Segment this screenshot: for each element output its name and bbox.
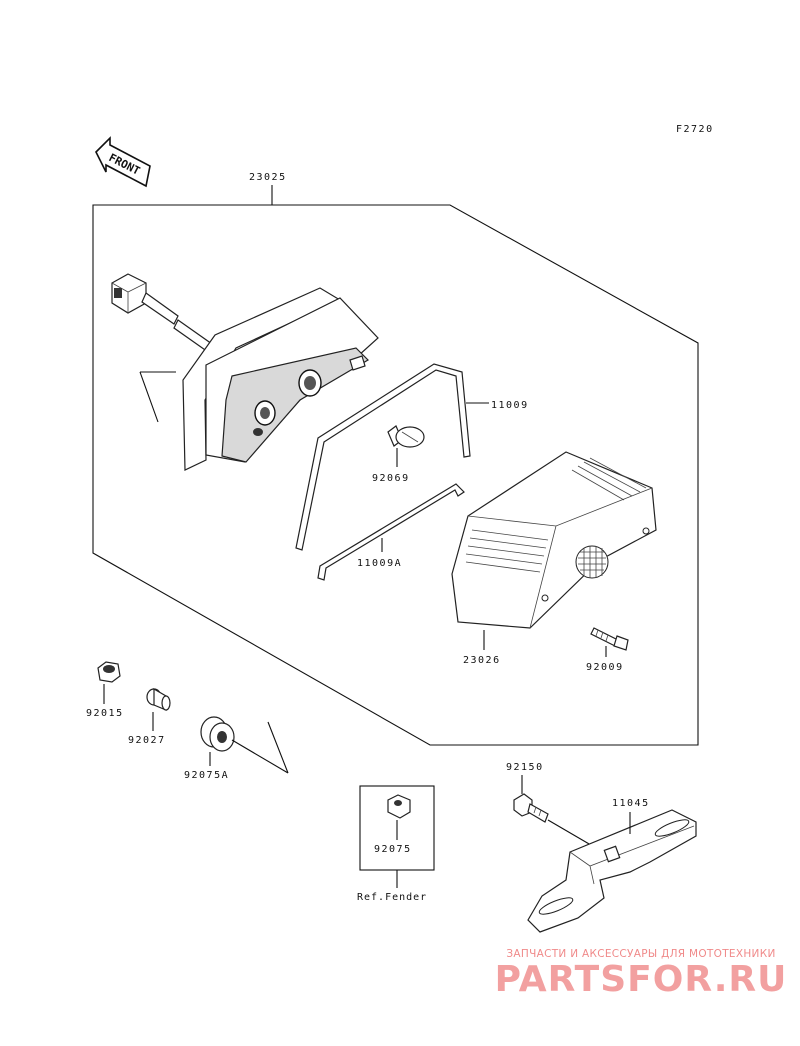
watermark: ЗАПЧАСТИ И АКСЕССУАРЫ ДЛЯ МОТОТЕХНИКИ PA… — [486, 948, 796, 1000]
watermark-tagline: ЗАПЧАСТИ И АКСЕССУАРЫ ДЛЯ МОТОТЕХНИКИ — [506, 948, 776, 960]
part-label-11045: 11045 — [612, 798, 650, 809]
part-label-92027: 92027 — [128, 735, 166, 746]
assembly-indicator — [231, 721, 289, 774]
screw-92009-drawing — [590, 627, 629, 651]
leader-line — [547, 819, 597, 849]
part-label-92015: 92015 — [86, 708, 124, 719]
grommet-92075-drawing — [387, 794, 411, 819]
part-label-23026: 23026 — [463, 655, 501, 666]
grommet-92075A-drawing — [200, 716, 235, 752]
part-label-92009: 92009 — [586, 662, 624, 673]
part-label-92069: 92069 — [372, 473, 410, 484]
collar-92027-drawing — [146, 687, 171, 711]
bracket-11045-drawing — [527, 809, 697, 933]
nut-92015-drawing — [97, 661, 121, 683]
reference-note: Ref.Fender — [357, 892, 427, 903]
part-label-11009: 11009 — [491, 400, 529, 411]
part-label-23025: 23025 — [249, 172, 287, 183]
taillight-base-drawing — [111, 273, 379, 471]
gasket-11009A-drawing — [317, 483, 465, 581]
figure-code: F2720 — [676, 124, 714, 135]
front-arrow-icon: FRONT — [95, 136, 151, 188]
assembly-boundary — [92, 204, 699, 746]
lens-23026-drawing — [451, 451, 657, 629]
part-label-11009A: 11009A — [357, 558, 402, 569]
part-label-92075: 92075 — [374, 844, 412, 855]
part-label-92150: 92150 — [506, 762, 544, 773]
gasket-11009-drawing — [295, 363, 471, 551]
part-label-92075A: 92075A — [184, 770, 229, 781]
bolt-92150-drawing — [513, 793, 549, 823]
watermark-logo: PARTSFOR.RU — [494, 959, 788, 1000]
bulb-92069-drawing — [387, 425, 425, 448]
